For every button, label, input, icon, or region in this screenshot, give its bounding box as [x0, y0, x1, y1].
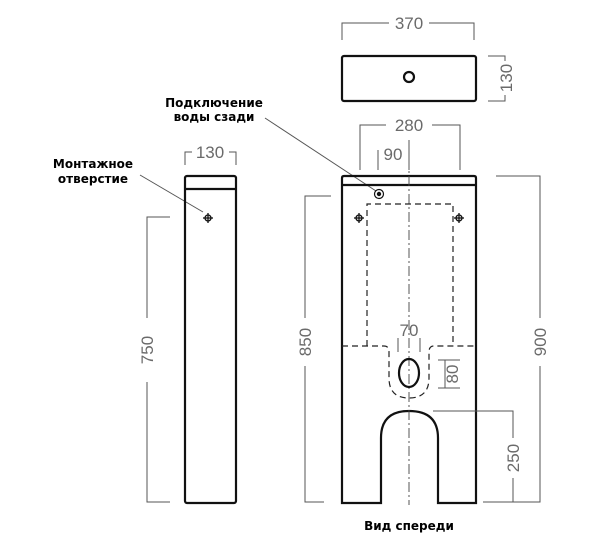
front-view-caption: Вид спереди [364, 519, 454, 533]
dim-130-side-line-left [184, 151, 192, 165]
dim-80-label: 80 [443, 365, 462, 384]
dim-130-side-line-right [229, 151, 237, 165]
dim-130-top-label: 130 [497, 64, 516, 92]
mounting-hole-right-icon [454, 213, 464, 223]
dim-850-label: 850 [296, 328, 315, 356]
mounting-hole-icon [203, 213, 213, 223]
side-view-outline [183, 174, 238, 505]
dim-280-line-right [432, 124, 461, 170]
dim-280-label: 280 [395, 116, 423, 135]
dim-750-label: 750 [138, 336, 157, 364]
dim-750-line-top [146, 216, 170, 318]
mounting-hole-left-icon [354, 213, 364, 223]
water-connection-icon [373, 188, 385, 200]
annotation-water: Подключение воды сзади [165, 96, 377, 192]
dim-900-line-bottom [483, 366, 541, 503]
mount-label-line2: отверстие [58, 172, 128, 186]
dim-900-label: 900 [531, 328, 550, 356]
water-label-line2: воды сзади [174, 110, 255, 124]
dim-370-line-right [429, 22, 475, 40]
mount-leader-line [139, 174, 204, 213]
top-view: 370 130 [340, 14, 516, 103]
dim-280-line-left [359, 124, 386, 170]
flush-pipe-outline-dashed [342, 345, 476, 399]
dim-250-line-top [433, 410, 514, 438]
dim-70-label: 70 [400, 321, 419, 340]
dim-370-label: 370 [395, 14, 423, 33]
side-view: 130 750 [138, 143, 238, 505]
flush-pipe-opening [397, 357, 421, 389]
dim-130-top-line [488, 55, 506, 61]
cistern-outline-dashed [366, 203, 454, 346]
water-label-line1: Подключение [165, 96, 263, 110]
dim-850-line-top [304, 195, 331, 318]
dim-130-top-line-b [488, 95, 506, 102]
annotation-mounting: Монтажное отверстие [53, 157, 204, 213]
top-hole-icon [402, 70, 416, 84]
water-leader-line [264, 117, 377, 192]
dim-750-line-bottom [146, 382, 170, 503]
dim-90-label: 90 [384, 145, 403, 164]
front-view: 280 90 850 900 250 70 80 [296, 116, 550, 505]
dim-130-side-label: 130 [196, 143, 224, 162]
mount-label-line1: Монтажное [53, 157, 133, 171]
dim-250-label: 250 [504, 444, 523, 472]
dim-370-line-left [341, 22, 389, 40]
top-view-outline [340, 54, 478, 103]
dim-900-line-top [496, 175, 541, 318]
dim-850-line-bottom [304, 366, 324, 503]
